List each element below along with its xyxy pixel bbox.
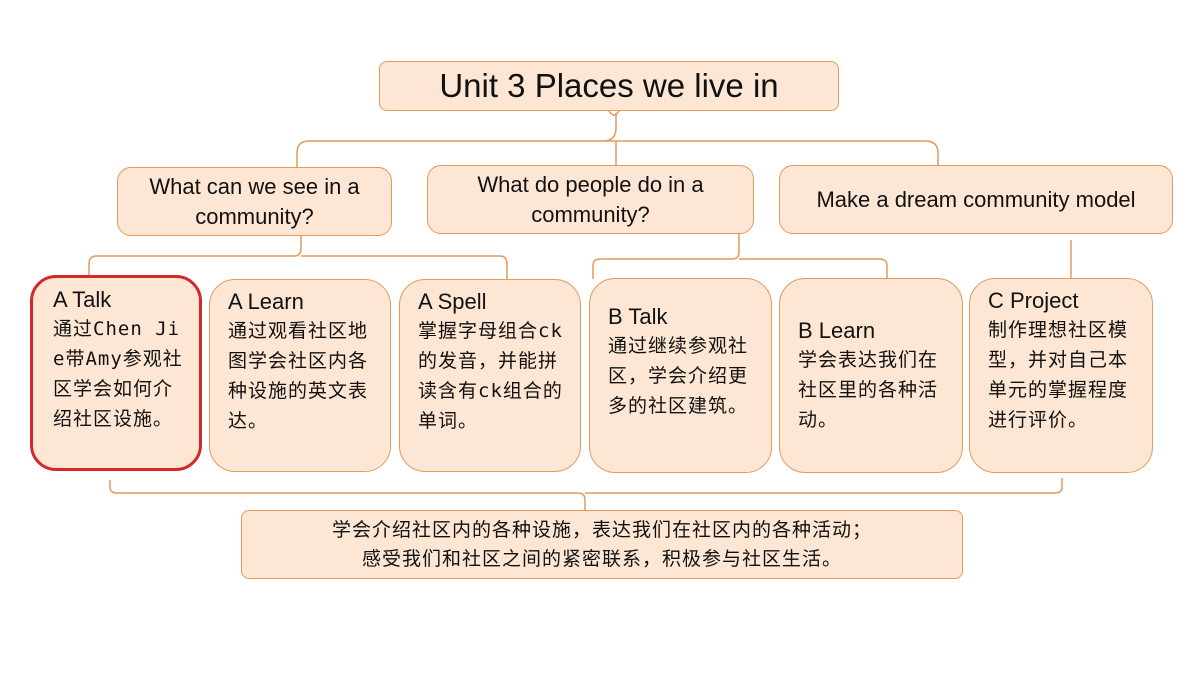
question-people-do: What do people do in a community? [427,165,754,234]
q1-to-lessons-bracket [88,236,508,280]
question-see-in-community: What can we see in a community? [117,167,392,236]
lesson-name: C Project [988,288,1079,313]
unit-title: Unit 3 Places we live in [379,61,839,111]
lesson-name: A Spell [418,289,487,314]
question-dream-model: Make a dream community model [779,165,1173,234]
lessons-to-summary-bracket [109,478,1063,510]
lesson-description: 掌握字母组合ck的发音，并能拼读含有ck组合的单词。 [418,320,563,432]
summary-line-2: 感受我们和社区之间的紧密联系，积极参与社区生活。 [361,547,842,570]
lesson-description: 通过Chen Jie带Amy参观社区学会如何介绍社区设施。 [53,318,183,430]
lesson-name: B Talk [608,304,668,329]
title-to-questions-bracket [296,110,939,167]
lesson-description: 通过继续参观社区，学会介绍更多的社区建筑。 [608,335,749,417]
lesson-name: A Learn [228,289,304,314]
lesson-description: 学会表达我们在社区里的各种活动。 [798,349,939,431]
lesson-c-project[interactable]: C Project 制作理想社区模型，并对自己本单元的掌握程度进行评价。 [969,278,1153,473]
summary-line-1: 学会介绍社区内的各种设施，表达我们在社区内的各种活动； [331,518,872,541]
lesson-a-talk[interactable]: A Talk 通过Chen Jie带Amy参观社区学会如何介绍社区设施。 [30,275,202,471]
lesson-name: B Learn [798,318,876,343]
lesson-b-learn[interactable]: B Learn 学会表达我们在社区里的各种活动。 [779,278,963,473]
lesson-description: 通过观看社区地图学会社区内各种设施的英文表达。 [228,320,369,432]
lesson-a-learn[interactable]: A Learn 通过观看社区地图学会社区内各种设施的英文表达。 [209,279,391,472]
unit-summary: 学会介绍社区内的各种设施，表达我们在社区内的各种活动； 感受我们和社区之间的紧密… [241,510,963,579]
lesson-a-spell[interactable]: A Spell 掌握字母组合ck的发音，并能拼读含有ck组合的单词。 [399,279,581,472]
lesson-description: 制作理想社区模型，并对自己本单元的掌握程度进行评价。 [988,319,1129,431]
q2-to-lessons-bracket [592,234,888,279]
lesson-b-talk[interactable]: B Talk 通过继续参观社区，学会介绍更多的社区建筑。 [589,278,772,473]
lesson-name: A Talk [53,287,112,312]
